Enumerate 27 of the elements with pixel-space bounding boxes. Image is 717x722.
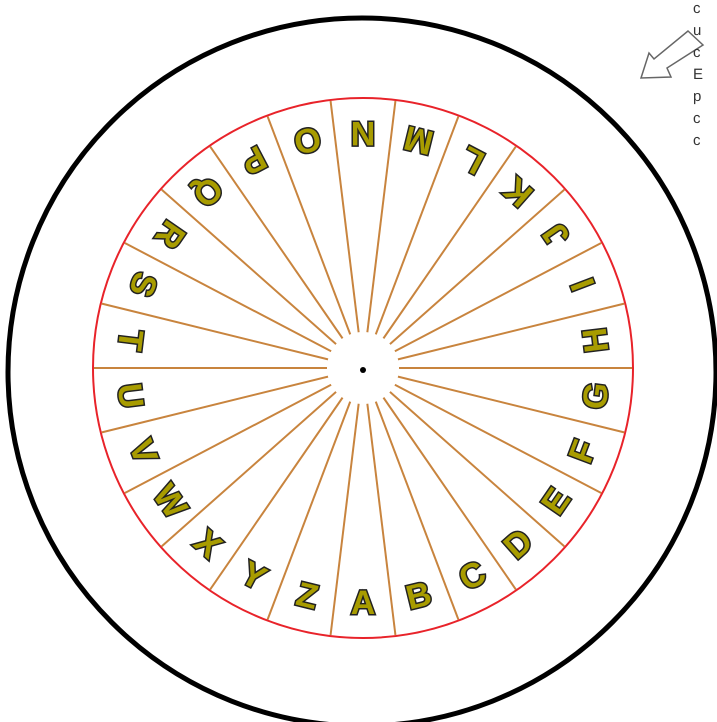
wheel-letter: L (453, 137, 492, 184)
cut-off-text: c (693, 44, 700, 62)
wheel-letter: B (402, 574, 437, 620)
wheel-letter: P (234, 136, 274, 184)
wheel-letter: G (575, 380, 618, 414)
wheel-letter: O (288, 117, 326, 164)
wheel-letter: A (350, 584, 376, 624)
wheel-letter: C (452, 552, 493, 601)
wheel-letter: K (496, 168, 542, 216)
wheel-letter: J (534, 214, 578, 256)
wheel-letter: M (400, 116, 439, 164)
cut-off-text: u (693, 22, 702, 40)
wheel-letter: N (350, 113, 376, 152)
cut-off-text: p (693, 88, 702, 106)
wheel-letter: S (120, 266, 166, 304)
cut-off-text: c (693, 132, 700, 150)
cut-off-text: c (693, 110, 700, 128)
cut-off-text: c (693, 0, 700, 18)
wheel-letter: T (108, 326, 151, 354)
wheel-letter: V (120, 432, 166, 471)
wheel-letter: H (575, 324, 618, 356)
wheel-letter: Z (291, 574, 322, 620)
wheel-letter: Y (234, 552, 274, 600)
cut-off-text: E (693, 66, 704, 84)
wheel-letter: F (560, 434, 606, 470)
wheel-letter: I (562, 272, 604, 298)
wheel-letter: U (108, 380, 151, 413)
